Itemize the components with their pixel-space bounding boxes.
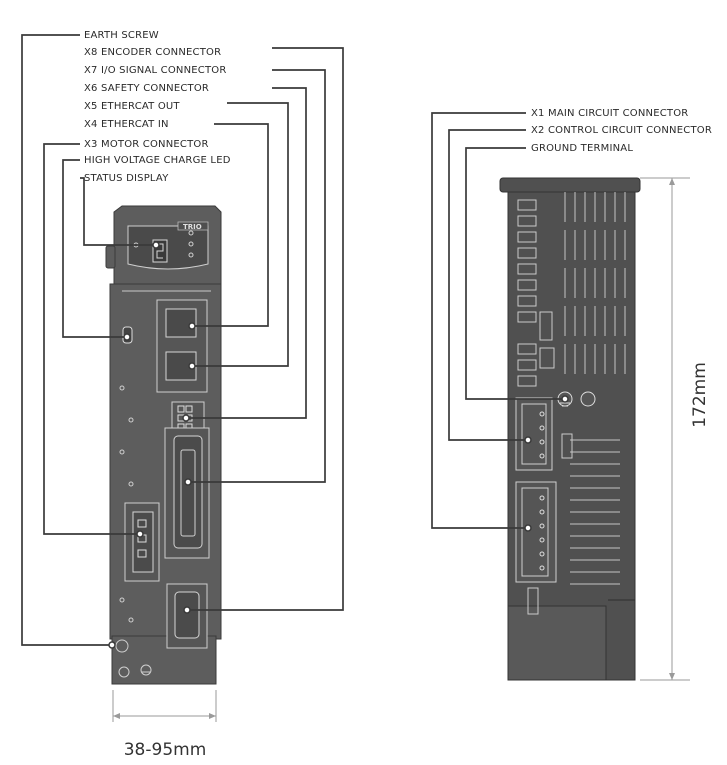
leader-x3-motor [43,143,140,535]
control-connector-shape [515,397,553,471]
leader-ground [465,147,565,400]
io-connector-shape [164,427,210,559]
leader-x8-encoder [187,47,344,611]
label-x3-motor: X3 MOTOR CONNECTOR [84,139,209,150]
side-leader-lines [431,112,569,532]
height-dimension-label: 172mm [690,362,710,428]
main-connector-shape [515,481,557,583]
front-view-device: TRIO [105,205,222,685]
label-x5-ethercat-out: X5 ETHERCAT OUT [84,101,180,112]
label-x2-control: X2 CONTROL CIRCUIT CONNECTOR [531,125,712,136]
width-dimension-label: 38-95mm [124,740,207,760]
label-ground: GROUND TERMINAL [531,143,633,154]
heatsink-fins [564,192,626,585]
leader-x7-io [188,69,326,483]
front-labels: EARTH SCREW X8 ENCODER CONNECTOR X7 I/O … [84,30,231,184]
logo-text: TRIO [183,223,202,231]
label-x6-safety: X6 SAFETY CONNECTOR [84,83,209,94]
panel-screws [115,385,152,678]
label-x8-encoder: X8 ENCODER CONNECTOR [84,47,221,58]
leader-status [80,177,156,246]
label-x4-ethercat-in: X4 ETHERCAT IN [84,119,169,130]
encoder-connector-shape [166,583,208,649]
leader-hv-led [62,159,127,338]
height-dimension: 172mm [640,177,710,681]
label-x1-main: X1 MAIN CIRCUIT CONNECTOR [531,108,688,119]
motor-connector-shape [124,502,160,582]
side-slots [517,199,573,615]
width-dimension: 38-95mm [112,690,217,760]
leader-x1-main [431,112,528,529]
status-display: TRIO [127,221,209,270]
label-hv-led: HIGH VOLTAGE CHARGE LED [84,155,231,166]
label-status-display: STATUS DISPLAY [84,173,169,184]
leader-x4-ethercat-in [192,123,269,327]
ethercat-ports [156,299,208,393]
front-leader-lines [21,34,344,649]
leader-x2-control [448,129,528,441]
side-view-device [499,177,641,681]
label-x7-io: X7 I/O SIGNAL CONNECTOR [84,65,227,76]
label-earth-screw: EARTH SCREW [84,30,159,41]
leader-earth-screw [21,34,112,646]
side-labels: X1 MAIN CIRCUIT CONNECTOR X2 CONTROL CIR… [531,108,712,154]
leader-x6-safety [186,87,307,419]
leader-x5-ethercat-out [192,102,289,367]
